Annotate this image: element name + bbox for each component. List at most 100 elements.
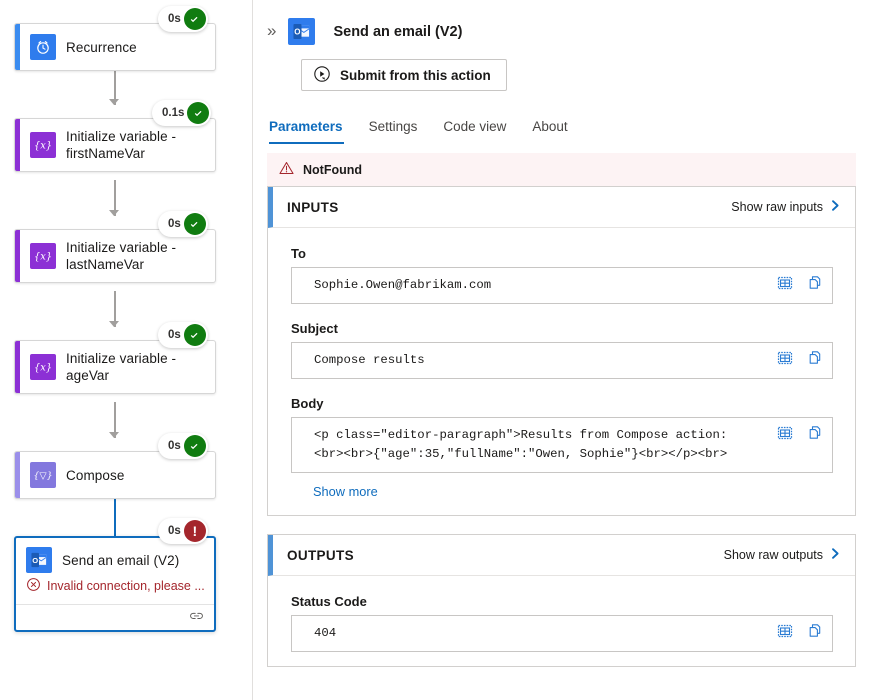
duration-label: 0.1s xyxy=(162,107,185,119)
workflow-node-compose[interactable]: {▽} Compose xyxy=(14,451,216,499)
svg-text:{x}: {x} xyxy=(34,141,52,152)
status-pill-firstnamevar: 0.1s xyxy=(152,100,212,126)
field-label-subject: Subject xyxy=(291,321,338,336)
node-accent-bar xyxy=(15,452,20,498)
field-actions xyxy=(777,275,823,291)
tab-code-view[interactable]: Code view xyxy=(430,113,519,144)
collapse-chevrons-icon[interactable]: » xyxy=(267,21,277,40)
variable-icon: {x} xyxy=(30,243,56,269)
warning-triangle-icon xyxy=(279,161,294,178)
tab-label: About xyxy=(532,119,568,134)
chevron-right-icon xyxy=(830,199,841,215)
inputs-heading: INPUTS xyxy=(287,199,339,215)
node-accent-bar xyxy=(15,24,20,70)
node-title: Compose xyxy=(66,467,125,483)
outputs-heading: OUTPUTS xyxy=(287,547,354,563)
page-title: Send an email (V2) xyxy=(333,23,463,40)
svg-text:O: O xyxy=(295,28,301,37)
copy-icon[interactable] xyxy=(807,623,823,639)
workflow-node-init-firstnamevar[interactable]: {x} Initialize variable - firstNameVar xyxy=(14,118,216,172)
chevron-right-icon xyxy=(830,547,841,563)
field-to[interactable]: Sophie.Owen@fabrikam.com xyxy=(291,267,833,304)
success-icon xyxy=(183,324,206,346)
show-raw-inputs-link[interactable]: Show raw inputs xyxy=(731,199,841,215)
workflow-node-send-email[interactable]: O Send an email (V2) Invalid connection,… xyxy=(14,536,216,632)
copy-icon[interactable] xyxy=(807,350,823,366)
tab-parameters[interactable]: Parameters xyxy=(267,113,356,144)
inputs-card-body: To Sophie.Owen@fabrikam.com Subject xyxy=(268,228,855,515)
submit-button-label: Submit from this action xyxy=(340,67,491,83)
tab-label: Code view xyxy=(443,119,507,134)
field-actions xyxy=(777,623,823,639)
show-more-link[interactable]: Show more xyxy=(313,484,378,499)
field-subject[interactable]: Compose results xyxy=(291,342,833,379)
success-icon xyxy=(183,435,206,457)
edge-5 xyxy=(113,494,116,540)
field-subject-value: Compose results xyxy=(314,353,425,367)
play-circle-icon xyxy=(313,65,331,86)
error-circle-icon xyxy=(26,577,41,595)
error-glyph: ! xyxy=(192,523,198,539)
node-error-text: Invalid connection, please ... xyxy=(47,579,205,593)
node-title: Initialize variable - firstNameVar xyxy=(66,129,177,161)
error-icon: ! xyxy=(183,520,206,542)
tab-about[interactable]: About xyxy=(519,113,580,144)
field-status-code[interactable]: 404 xyxy=(291,615,833,652)
outlook-icon: O xyxy=(288,18,316,45)
workflow-node-init-lastnamevar[interactable]: {x} Initialize variable - lastNameVar xyxy=(14,229,216,283)
svg-text:O: O xyxy=(32,556,38,565)
status-pill-send-email: 0s ! xyxy=(158,518,208,544)
tab-label: Parameters xyxy=(269,119,343,134)
inputs-card-header: INPUTS Show raw inputs xyxy=(268,187,855,228)
error-banner-text: NotFound xyxy=(303,162,363,177)
field-label-to: To xyxy=(291,246,306,261)
field-body[interactable]: <p class="editor-paragraph">Results from… xyxy=(291,417,833,473)
expand-table-icon[interactable] xyxy=(777,623,793,639)
field-actions xyxy=(777,350,823,366)
outlook-icon: O xyxy=(26,547,52,573)
node-accent-bar xyxy=(15,119,20,171)
show-raw-outputs-link[interactable]: Show raw outputs xyxy=(724,547,841,563)
copy-icon[interactable] xyxy=(807,425,823,441)
edge-3 xyxy=(114,291,116,327)
field-status-code-value: 404 xyxy=(314,626,337,640)
workflow-canvas[interactable]: 0s Recurrence 0.1s {x xyxy=(0,0,253,700)
status-pill-lastnamevar: 0s xyxy=(158,211,208,237)
inputs-card: INPUTS Show raw inputs To Sophie.Owen@fa… xyxy=(267,186,856,516)
outputs-card-body: Status Code 404 xyxy=(268,576,855,666)
status-pill-compose: 0s xyxy=(158,433,208,459)
duration-label: 0s xyxy=(168,329,181,341)
variable-icon: {x} xyxy=(30,354,56,380)
expand-table-icon[interactable] xyxy=(777,275,793,291)
node-accent-bar xyxy=(15,230,20,282)
copy-icon[interactable] xyxy=(807,275,823,291)
edge-arrow-2 xyxy=(109,210,119,216)
tab-settings[interactable]: Settings xyxy=(356,113,431,144)
outputs-card-header: OUTPUTS Show raw outputs xyxy=(268,535,855,576)
action-details-pane: » O Send an email (V2) Submit from this … xyxy=(253,0,870,700)
edge-1 xyxy=(114,69,116,105)
outputs-card: OUTPUTS Show raw outputs Status Code 404 xyxy=(267,534,856,667)
node-title: Recurrence xyxy=(66,39,137,55)
duration-label: 0s xyxy=(168,525,181,537)
workflow-node-recurrence[interactable]: Recurrence xyxy=(14,23,216,71)
show-raw-outputs-label: Show raw outputs xyxy=(723,548,823,562)
edge-arrow-1 xyxy=(109,99,119,105)
compose-icon: {▽} xyxy=(30,462,56,488)
node-footer xyxy=(16,604,214,630)
success-icon xyxy=(183,8,206,30)
pane-header: » O Send an email (V2) xyxy=(253,0,870,45)
node-title: Send an email (V2) xyxy=(62,552,180,568)
expand-table-icon[interactable] xyxy=(777,425,793,441)
status-pill-recurrence: 0s xyxy=(158,6,208,32)
connection-link-icon[interactable] xyxy=(188,609,205,627)
workflow-node-init-agevar[interactable]: {x} Initialize variable - ageVar xyxy=(14,340,216,394)
success-icon xyxy=(183,213,206,235)
expand-table-icon[interactable] xyxy=(777,350,793,366)
edge-2 xyxy=(114,180,116,216)
show-raw-inputs-label: Show raw inputs xyxy=(731,200,823,214)
svg-text:{x}: {x} xyxy=(34,252,52,263)
error-banner: NotFound xyxy=(267,153,856,186)
submit-from-this-action-button[interactable]: Submit from this action xyxy=(301,59,507,91)
node-title: Initialize variable - ageVar xyxy=(66,351,177,383)
